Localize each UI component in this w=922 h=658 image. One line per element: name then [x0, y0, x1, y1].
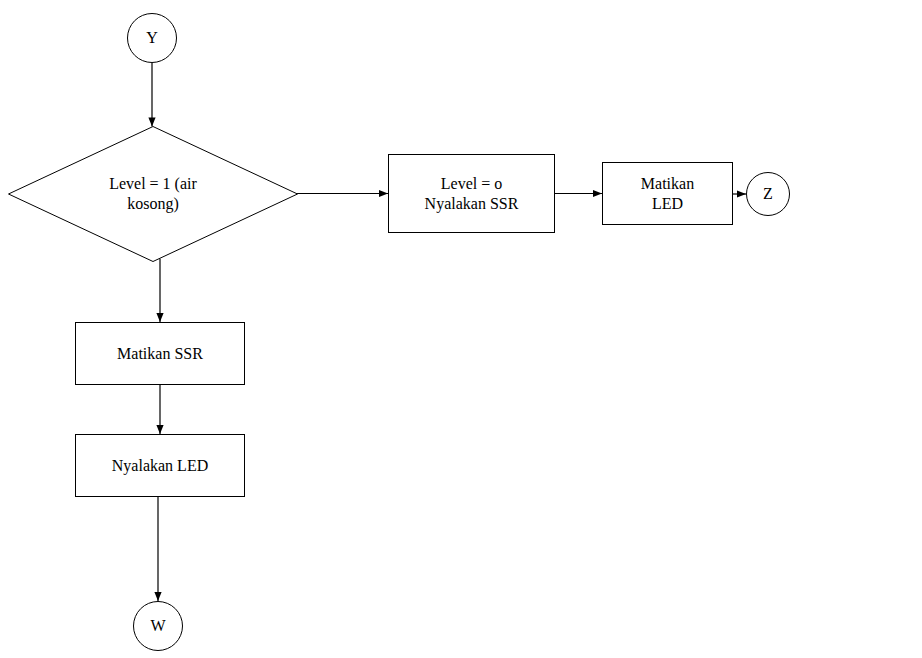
flow-arrow	[297, 193, 388, 194]
flow-arrow	[157, 497, 158, 601]
diamond-shape	[9, 127, 298, 262]
circle-shape	[134, 602, 183, 651]
circle-shape	[128, 14, 177, 63]
connector-circle: W	[133, 601, 183, 651]
connector-circle: Z	[746, 172, 790, 216]
flow-arrow	[733, 193, 746, 194]
process-text: Nyalakan LED	[112, 456, 208, 476]
flow-arrow	[159, 259, 160, 322]
process-box: Level = o Nyalakan SSR	[388, 154, 555, 233]
diamond-outline	[8, 126, 298, 262]
process-box: Matikan LED	[602, 162, 733, 225]
process-box: Matikan SSR	[75, 322, 245, 385]
process-text: Level = o Nyalakan SSR	[414, 174, 529, 214]
connector-letter: Y	[146, 28, 158, 48]
flow-arrow	[159, 385, 160, 434]
process-text: Matikan LED	[630, 174, 705, 214]
decision-text: Level = 1 (air kosong)	[98, 174, 208, 214]
process-box: Nyalakan LED	[75, 434, 245, 497]
decision-diamond: Level = 1 (air kosong)	[8, 126, 298, 262]
flow-arrow	[555, 193, 602, 194]
connector-circle: Y	[127, 13, 177, 63]
connector-letter: Z	[763, 184, 773, 204]
connector-letter: W	[150, 616, 165, 636]
flow-arrow	[151, 63, 152, 126]
process-text: Matikan SSR	[117, 344, 203, 364]
circle-shape	[747, 173, 790, 216]
